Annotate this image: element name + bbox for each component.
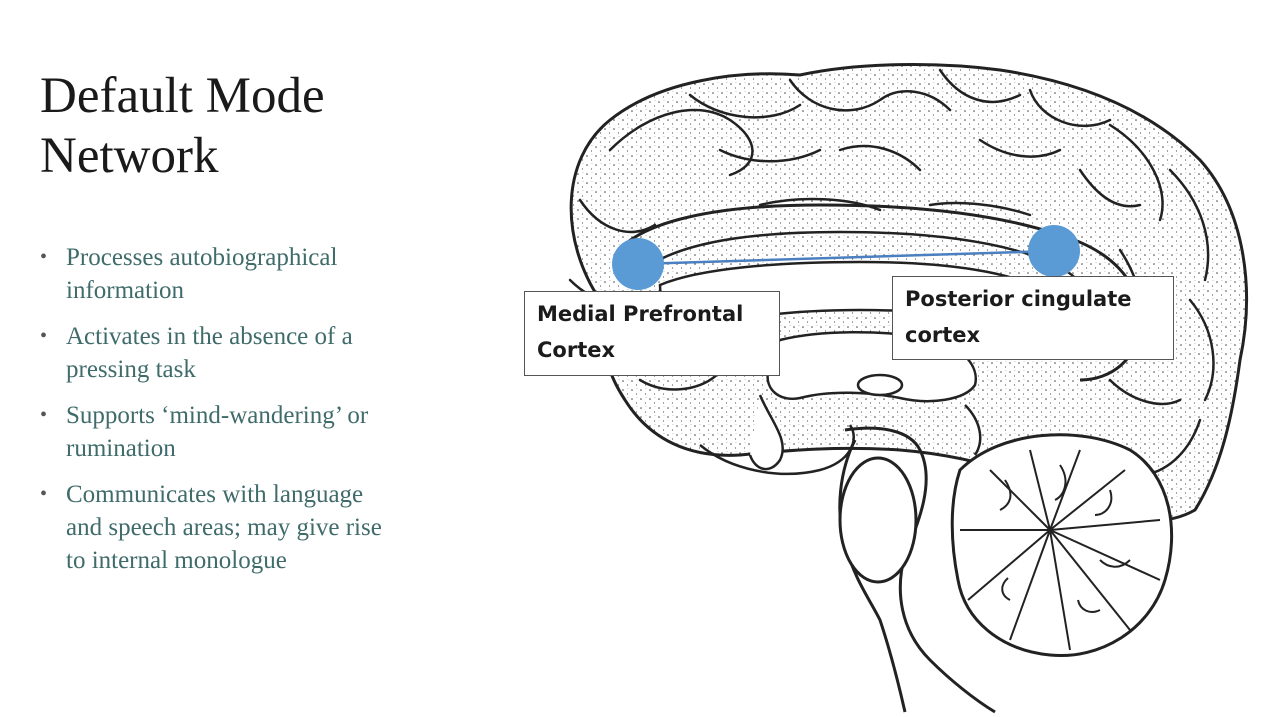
bullet-item: • Activates in the absence of a pressing… — [38, 320, 458, 386]
bullet-line: Supports ‘mind-wandering’ or — [66, 402, 369, 429]
bullet-item: • Communicates with language and speech … — [38, 478, 458, 577]
label-line: cortex — [905, 323, 981, 347]
network-connector — [637, 249, 1055, 266]
bullet-line: Activates in the absence of a — [66, 323, 353, 350]
label-line: Cortex — [537, 338, 616, 362]
title-line-2: Network — [40, 128, 219, 184]
label-medial-prefrontal-cortex: Medial Prefrontal Cortex — [524, 291, 780, 376]
bullet-line: rumination — [66, 435, 176, 462]
bullet-item: • Processes autobiographical information — [38, 241, 458, 307]
bullet-line: Communicates with language — [66, 481, 364, 508]
bullet-list: • Processes autobiographical information… — [38, 241, 458, 590]
pcc-node-icon — [1028, 225, 1080, 277]
bullet-line: and speech areas; may give rise — [66, 514, 382, 541]
bullet-dot-icon: • — [40, 483, 48, 505]
brain-illustration — [568, 63, 1248, 714]
bullet-line: pressing task — [66, 356, 196, 383]
label-posterior-cingulate-cortex: Posterior cingulate cortex — [892, 276, 1174, 360]
label-line: Medial Prefrontal — [537, 302, 744, 326]
bullet-item: • Supports ‘mind-wandering’ or ruminatio… — [38, 399, 458, 465]
slide-title: Default Mode Network — [40, 66, 460, 186]
title-line-1: Default Mode — [40, 68, 325, 124]
bullet-line: information — [66, 277, 185, 304]
bullet-dot-icon: • — [40, 404, 48, 426]
cerebellum — [950, 433, 1174, 658]
bullet-line: to internal monologue — [66, 547, 287, 574]
bullet-line: Processes autobiographical — [66, 244, 338, 271]
mpfc-node-icon — [612, 238, 664, 290]
pons — [838, 456, 918, 584]
label-line: Posterior cingulate — [905, 287, 1132, 311]
bullet-dot-icon: • — [40, 325, 48, 347]
bullet-dot-icon: • — [40, 246, 48, 268]
